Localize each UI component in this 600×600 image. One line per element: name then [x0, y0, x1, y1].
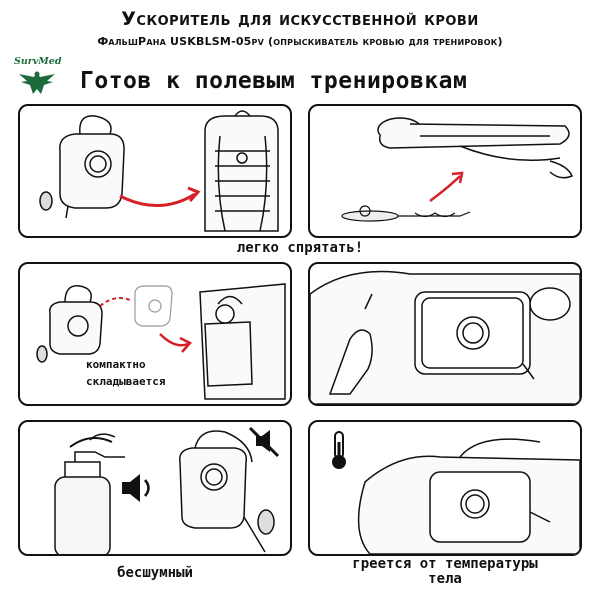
- caption-warm: греется от температуры тела: [300, 557, 590, 587]
- strapped-bag-illustration: [429, 471, 551, 543]
- thermometer-icon: [332, 431, 346, 469]
- headline: Готов к полевым тренировкам: [80, 68, 468, 94]
- caption-hide: легко спрятать!: [236, 240, 364, 256]
- red-arrow: [429, 175, 461, 202]
- panel-torso-strap: [308, 262, 582, 406]
- caption-silent: бесшумный: [117, 565, 193, 581]
- panel-silent: [18, 420, 292, 556]
- caption-warm-line2: тела: [428, 571, 462, 587]
- bag-folded-illustration: [36, 285, 103, 363]
- page-subtitle: ФальшРана USKBLSM-05pv (опрыскиватель кр…: [97, 35, 503, 48]
- mannequin-illustration: [377, 117, 573, 179]
- panel-compact: [18, 262, 292, 406]
- blood-bag-illustration: [39, 115, 125, 219]
- strapped-bag-illustration: [414, 291, 535, 380]
- red-arrow: [159, 333, 189, 347]
- panel-mannequin-lying: [308, 104, 582, 238]
- pocket-illustration: [199, 283, 286, 400]
- sprayer-bottle-illustration: [54, 433, 125, 554]
- speaker-muted-icon: [248, 426, 280, 458]
- backpack-illustration: [204, 110, 279, 232]
- caption-compact: компактно складывается: [86, 356, 165, 390]
- red-arrow: [119, 192, 196, 207]
- caption-compact-line1: компактно: [86, 358, 146, 371]
- eagle-icon: [19, 71, 55, 94]
- bag-ghost-illustration: [134, 285, 173, 327]
- red-arrow: [99, 297, 131, 307]
- panel-backpack: [18, 104, 292, 238]
- flat-bag-illustration: [341, 205, 471, 222]
- panel-warm: [308, 420, 582, 556]
- caption-compact-line2: складывается: [86, 375, 166, 388]
- logo-text: SurvMed: [14, 56, 62, 67]
- bag-hanging-illustration: [179, 430, 275, 553]
- brand-logo: SurvMed: [14, 56, 62, 98]
- speaker-icon: [122, 474, 150, 502]
- caption-warm-line1: греется от температуры: [352, 556, 538, 572]
- hand-illustration: [328, 293, 373, 395]
- page-title: Ускоритель для искусственной крови: [121, 8, 479, 30]
